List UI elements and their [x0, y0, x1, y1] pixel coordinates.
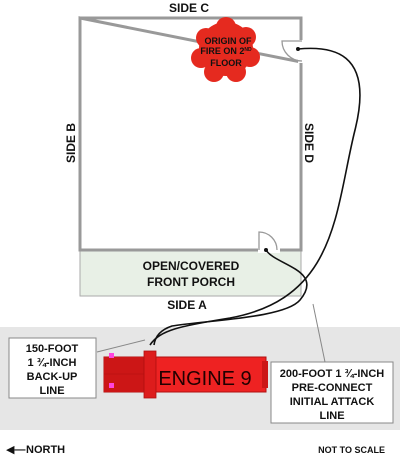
porch-label-1: OPEN/COVERED	[143, 259, 240, 273]
side-d-label: SIDE D	[302, 123, 316, 163]
backup-callout-line2: 1 ¾-INCH	[28, 357, 77, 369]
front-door-swing	[258, 231, 278, 251]
building-outline	[78, 16, 303, 252]
attack-hose-line	[149, 47, 361, 346]
backup-callout-line3: BACK-UP	[27, 371, 78, 383]
fire-origin-label-2: FIRE ON 2ND	[200, 46, 252, 56]
side-b-label: SIDE B	[64, 123, 78, 163]
attack-callout-line2: PRE-CONNECT	[292, 382, 373, 394]
backup-nozzle	[264, 248, 268, 252]
porch-label-2: FRONT PORCH	[147, 275, 235, 289]
north-arrow: ◀—	[6, 444, 25, 456]
side-c-label: SIDE C	[169, 1, 209, 15]
side-a-label: SIDE A	[167, 298, 207, 312]
fire-origin-marker	[191, 17, 260, 82]
side-d-door-swing	[281, 40, 303, 62]
attack-callout-line4: LINE	[319, 410, 344, 422]
side-d-doorway	[298, 40, 304, 63]
north-label: NORTH	[26, 444, 65, 456]
engine-9-apparatus	[103, 350, 268, 399]
fire-origin-label-1: ORIGIN OF	[205, 36, 253, 46]
attack-nozzle	[296, 47, 300, 51]
fire-origin-label-3: FLOOR	[210, 58, 242, 68]
front-porch	[79, 249, 302, 297]
front-doorway	[258, 247, 280, 253]
backup-callout-line1: 150-FOOT	[26, 343, 79, 355]
backup-callout-line4: LINE	[39, 385, 64, 397]
backup-hose-line	[153, 249, 308, 346]
engine-label: ENGINE 9	[158, 368, 251, 390]
attack-callout-line1: 200-FOOT 1 ¾-INCH	[280, 368, 385, 380]
not-to-scale-label: NOT TO SCALE	[318, 445, 385, 455]
backup-callout-box	[8, 337, 97, 399]
backup-callout-leader	[96, 339, 146, 353]
attack-callout-box	[270, 361, 394, 424]
attack-callout-line3: INITIAL ATTACK	[290, 396, 375, 408]
attack-callout-leader	[312, 303, 326, 363]
